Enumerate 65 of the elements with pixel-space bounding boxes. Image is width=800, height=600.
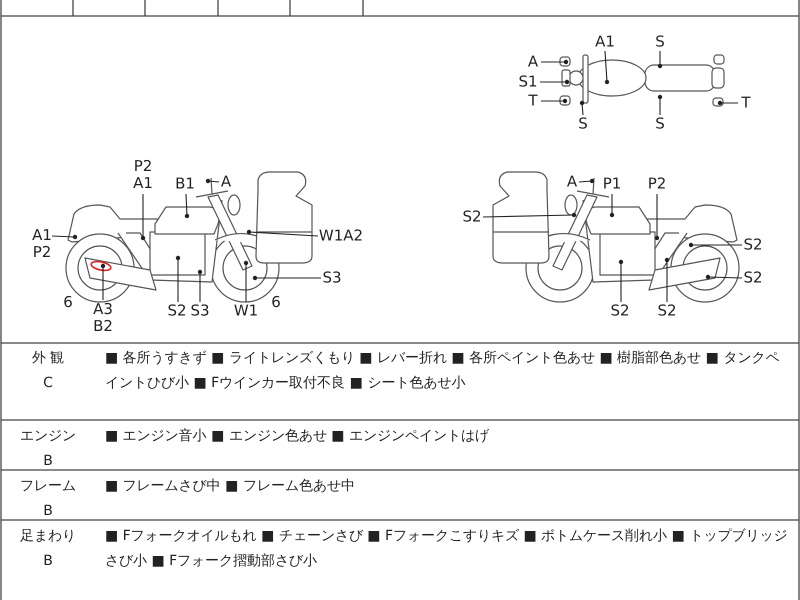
grade-text: C (42, 374, 54, 393)
grade-text: B (42, 502, 54, 521)
callout-code: A (528, 54, 538, 70)
callout-code: T (528, 92, 538, 110)
note-text: ■ Fフォークオイルもれ ■ チェーンさび ■ Fフォークこすりキズ ■ ボトムケース削れ小 ■ トップブリッジさび小 ■ Fフォーク摺動部さび小 (105, 527, 788, 571)
note-text: ■ フレームさび中 ■ フレーム色あせ中 (105, 477, 356, 496)
callout-code: S2 (743, 270, 763, 286)
leader-line (658, 94, 662, 115)
callout-code: A1 (595, 34, 615, 50)
callout-code: S2 (167, 302, 187, 320)
leader-line (718, 100, 738, 106)
callout-number: 6 (62, 292, 74, 313)
callout-code: A (220, 174, 232, 190)
callout-code: S3 (190, 302, 210, 320)
callout-code: S2 (657, 302, 677, 320)
leader-line (618, 260, 624, 302)
callout-code: P2 A1 (133, 158, 153, 192)
callout-code: S3 (322, 270, 342, 286)
row-heading: 外 観 (30, 349, 66, 368)
callout-number: 6 (270, 292, 282, 313)
callout-code: W1A2 (318, 228, 364, 244)
callout-code: S1 (518, 74, 538, 90)
leader-line (580, 100, 584, 116)
leader-line (578, 178, 594, 184)
callout-code: P1 (602, 176, 622, 192)
leader-line (198, 270, 202, 302)
leader-line (541, 98, 568, 104)
callout-code: S (655, 34, 665, 50)
leader-line (140, 194, 146, 240)
callout-code: A3 B2 (93, 301, 113, 335)
callout-code: T (741, 94, 751, 112)
callout-code: A (566, 174, 578, 190)
callout-code: S2 (610, 302, 630, 320)
leader-line (246, 230, 318, 237)
leader-line (540, 80, 570, 84)
leader-line (610, 194, 614, 218)
callout-code: B1 (175, 176, 195, 192)
motorcycle-drawing (492, 171, 740, 303)
callout-code: A1 P2 (32, 227, 52, 261)
row-heading: エンジン (19, 427, 77, 446)
grade-text: B (42, 552, 54, 571)
note-text: ■ 各所うすきず ■ ライトレンズくもり ■ レバー折れ ■ 各所ペイント色あせ ■ 樹脂部色あせ ■ タンクペイントひび小 ■ Fウインカー取付不良 ■ シート色あせ小 (105, 349, 780, 393)
leader-line (206, 178, 220, 184)
callout-code: S (655, 116, 665, 132)
callout-code: P2 (648, 176, 666, 192)
leader-line (52, 234, 78, 240)
leader-line (654, 194, 660, 240)
note-text: ■ エンジン音小 ■ エンジン色あせ ■ エンジンペイントはげ (105, 427, 490, 446)
leader-line (688, 242, 742, 248)
leader-line (541, 60, 568, 64)
leader-line (176, 256, 180, 302)
callout-code: S2 (743, 236, 763, 254)
leader-line (706, 274, 742, 280)
callout-code: S (578, 116, 588, 132)
leader-line (658, 51, 662, 68)
leader-line (664, 258, 670, 302)
callout-code: W1 (234, 302, 258, 320)
grade-text: B (42, 452, 54, 471)
callout-code: S2 (462, 208, 482, 226)
motorcycle-top-view-drawing (559, 54, 725, 107)
row-heading: 足まわり (19, 527, 77, 546)
row-heading: フレーム (19, 477, 77, 496)
leader-line (184, 194, 190, 218)
leader-line (482, 212, 576, 218)
leader-line (252, 276, 321, 280)
